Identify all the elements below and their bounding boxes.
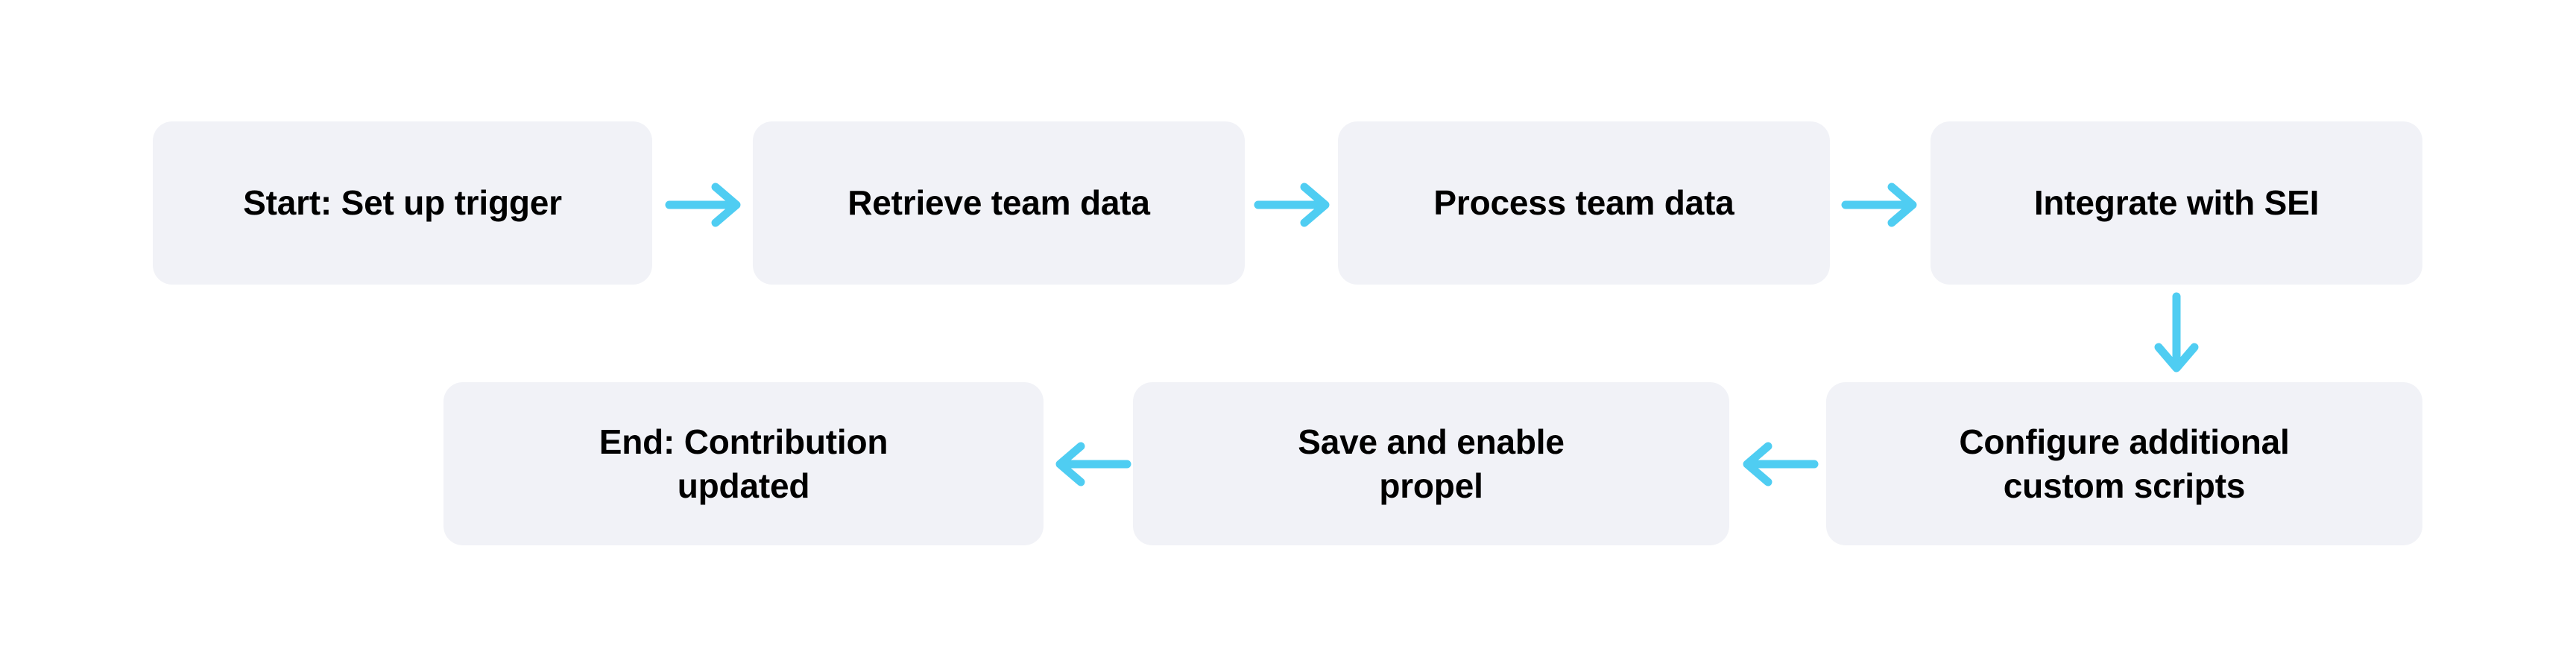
arrow-left-configure-to-save	[1737, 436, 1820, 492]
flow-node-configure-custom-scripts[interactable]: Configure additional custom scripts	[1826, 382, 2422, 545]
flow-node-integrate-with-sei[interactable]: Integrate with SEI	[1931, 121, 2422, 285]
arrow-down-integrate-to-configure	[2148, 292, 2205, 378]
flow-node-label: Process team data	[1433, 183, 1734, 223]
arrow-right-start-to-retrieve	[663, 177, 745, 233]
arrow-left-save-to-end	[1049, 436, 1133, 492]
flow-node-label: Integrate with SEI	[2033, 183, 2320, 223]
arrow-right-process-to-integrate	[1840, 177, 1922, 233]
flow-node-label: Save and enable propel	[1298, 422, 1565, 505]
flow-node-process-team-data[interactable]: Process team data	[1338, 121, 1830, 285]
flow-node-label: Retrieve team data	[847, 183, 1150, 223]
flow-node-retrieve-team-data[interactable]: Retrieve team data	[753, 121, 1245, 285]
flow-node-save-and-enable-propel[interactable]: Save and enable propel	[1133, 382, 1729, 545]
flow-node-end-contribution-updated[interactable]: End: Contribution updated	[443, 382, 1044, 545]
arrow-right-retrieve-to-process	[1252, 177, 1334, 233]
flow-node-label: End: Contribution updated	[599, 422, 888, 505]
flow-node-label: Configure additional custom scripts	[1959, 422, 2290, 505]
flow-node-label: Start: Set up trigger	[243, 183, 562, 223]
flow-node-start[interactable]: Start: Set up trigger	[153, 121, 652, 285]
